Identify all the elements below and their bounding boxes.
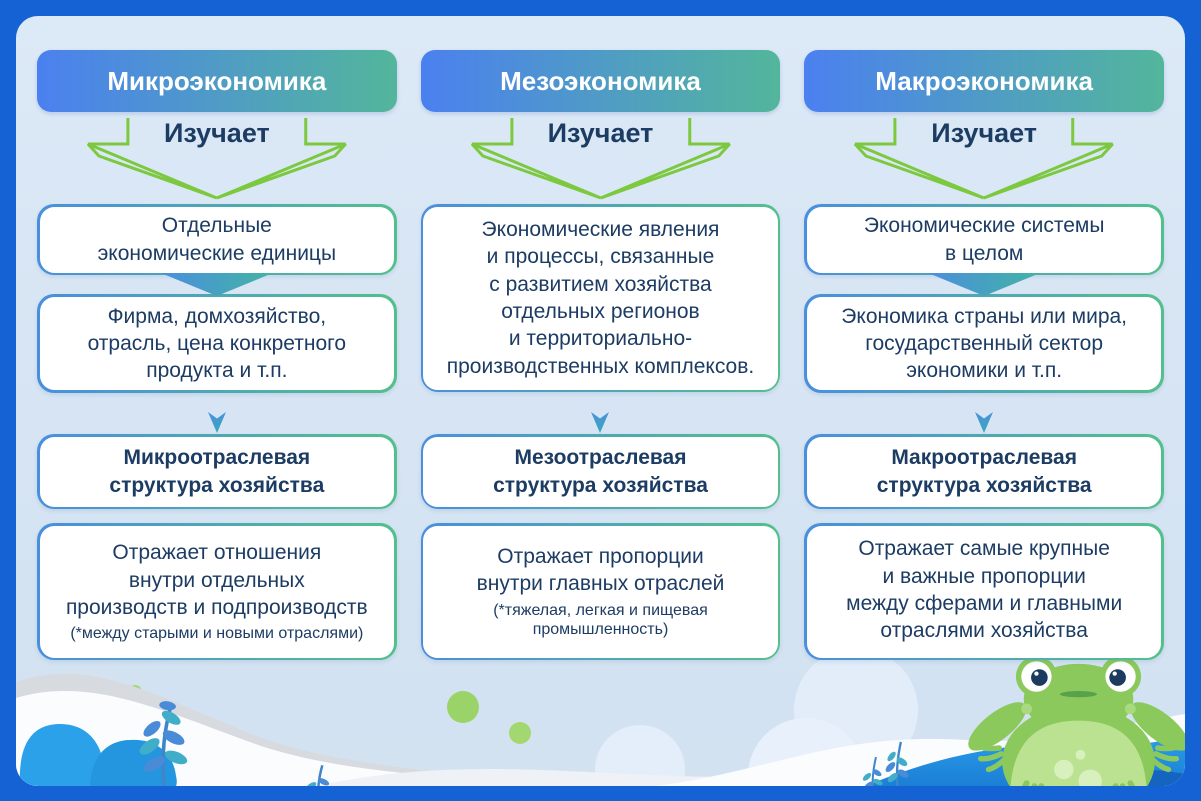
reflects-box-text: Отражает отношения внутри отдельных прои… — [65, 541, 368, 619]
frog-left-arm — [968, 702, 1027, 751]
reflects-box-note: (*тяжелая, легкая и пищевая промышленнос… — [493, 601, 708, 639]
frog-spot — [1075, 749, 1086, 760]
object-box-text: Экономические явления и процессы, связан… — [446, 218, 755, 378]
object-box: Отдельные экономические единицы — [37, 204, 397, 275]
column-mesoeconomics: Мезоэкономика Изучает Экономические явле… — [420, 50, 781, 660]
frog-right-arm — [1130, 702, 1185, 751]
structure-box-text: Микроотраслевая структура хозяйства — [109, 446, 325, 497]
columns-grid: Микроэкономика Изучает Отдельные экономи… — [37, 50, 1164, 660]
reflects-box: Отражает самые крупные и важные пропорци… — [804, 523, 1164, 660]
object-box: Экономические системы в целом — [804, 204, 1164, 275]
object-box-text: Экономические системы в целом — [863, 214, 1105, 265]
reflects-box: Отражает отношения внутри отдельных прои… — [37, 523, 397, 660]
header-label: Мезоэкономика — [500, 65, 701, 96]
frog-eye-glint — [1034, 671, 1039, 676]
column-macroeconomics: Макроэкономика Изучает Экономические сис… — [804, 50, 1164, 660]
blue-down-arrow-icon — [975, 392, 994, 433]
funnel-block: Изучает — [37, 112, 397, 204]
blue-down-arrow-icon — [591, 392, 610, 433]
studies-label: Изучает — [547, 118, 654, 148]
chevron-zone — [37, 273, 397, 296]
structure-box: Микроотраслевая структура хозяйства — [37, 434, 397, 509]
frog-cheek — [1124, 703, 1136, 715]
gradient-chevron-connector — [928, 273, 1041, 296]
object-box: Экономические явления и процессы, связан… — [420, 204, 781, 392]
green-funnel-arrow-icon — [854, 118, 1115, 200]
frog-pupil — [1109, 669, 1126, 686]
header-label: Микроэкономика — [107, 65, 327, 96]
frog-pupil — [1031, 669, 1048, 686]
blue-leaf-decoration — [19, 724, 177, 786]
upper-section: Экономические системы в целом Экономика … — [804, 204, 1164, 393]
light-circle-decoration — [595, 725, 685, 786]
upper-section: Экономические явления и процессы, связан… — [420, 204, 781, 392]
header-pill: Мезоэкономика — [420, 50, 781, 112]
structure-box: Мезоотраслевая структура хозяйства — [420, 434, 781, 509]
frog-mouth — [1059, 691, 1098, 698]
frog-left-fingers — [975, 743, 1008, 773]
blue-down-arrow-icon — [207, 392, 226, 433]
funnel-block: Изучает — [421, 112, 781, 204]
examples-box-text: Экономика страны или мира, государственн… — [841, 304, 1128, 383]
examples-box-text: Фирма, домхозяйство, отрасль, цена конкр… — [87, 304, 347, 383]
frog-right-foot — [1112, 780, 1136, 786]
green-funnel-arrow-icon — [86, 118, 347, 200]
arrow-zone — [804, 392, 1164, 434]
header-pill: Микроэкономика — [37, 50, 397, 112]
upper-section: Отдельные экономические единицы Фирма, д… — [37, 204, 397, 393]
frog-illustration — [968, 656, 1185, 786]
structure-box-text: Мезоотраслевая структура хозяйства — [493, 446, 708, 497]
reflects-box-text: Отражает пропорции внутри главных отрасл… — [476, 545, 725, 596]
gradient-chevron-connector — [160, 273, 273, 296]
frog-spot — [1054, 759, 1074, 780]
chevron-zone — [804, 273, 1164, 296]
reflects-box-text: Отражает самые крупные и важные пропорци… — [846, 537, 1123, 643]
frog-left-foot — [1021, 780, 1045, 786]
structure-box: Макроотраслевая структура хозяйства — [804, 434, 1164, 509]
frog-cheek — [1021, 703, 1033, 715]
arrow-zone — [37, 392, 397, 434]
object-box-text: Отдельные экономические единицы — [97, 214, 337, 265]
frog-eye-glint — [1112, 671, 1117, 676]
structure-box-text: Макроотраслевая структура хозяйства — [876, 446, 1092, 497]
funnel-block: Изучает — [804, 112, 1164, 204]
content-panel: Микроэкономика Изучает Отдельные экономи… — [16, 16, 1185, 786]
frog-right-fingers — [1149, 743, 1182, 773]
studies-label: Изучает — [163, 118, 270, 148]
examples-box: Фирма, домхозяйство, отрасль, цена конкр… — [37, 294, 397, 393]
examples-box: Экономика страны или мира, государственн… — [804, 294, 1164, 393]
frog-spot — [1078, 769, 1102, 786]
reflects-box: Отражает пропорции внутри главных отрасл… — [420, 523, 781, 660]
blue-branch-decoration — [139, 701, 909, 786]
header-pill: Макроэкономика — [804, 50, 1164, 112]
header-label: Макроэкономика — [875, 65, 1094, 96]
studies-label: Изучает — [931, 118, 1038, 148]
green-funnel-arrow-icon — [470, 118, 731, 200]
arrow-zone — [421, 392, 781, 434]
reflects-box-note: (*между старыми и новыми отраслями) — [70, 625, 364, 643]
column-microeconomics: Микроэкономика Изучает Отдельные экономи… — [37, 50, 397, 660]
